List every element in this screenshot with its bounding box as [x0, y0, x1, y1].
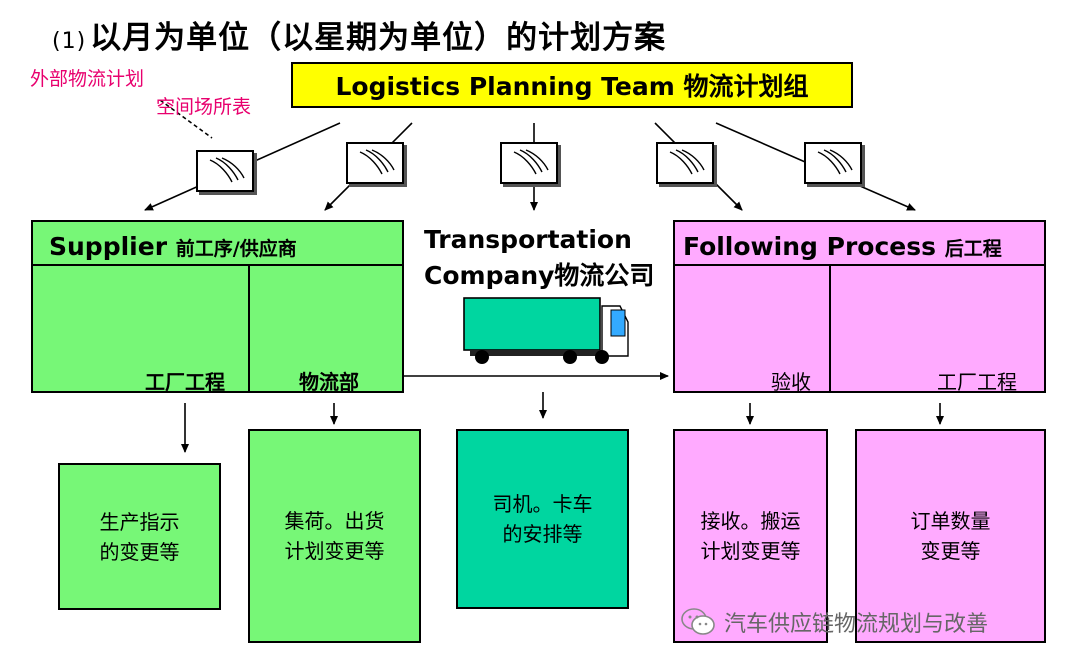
watermark: 汽车供应链物流规划与改善 [680, 606, 988, 638]
following-inspection-label: 验收 [771, 370, 811, 394]
output-box-driver-truck: 司机。卡车的安排等 [456, 429, 629, 609]
following-title: Following Process 后工程 [683, 232, 1002, 261]
output-box-shipping: 集荷。出货计划变更等 [248, 429, 421, 643]
document-icon [804, 142, 862, 184]
supplier-box: Supplier 前工序/供应商 工厂工程 物流部 [31, 220, 404, 394]
truck-icon [463, 297, 629, 364]
following-header-divider [675, 264, 1044, 266]
transport-company-label: Transportation Company物流公司 [424, 225, 655, 290]
document-icon [656, 142, 714, 184]
watermark-text: 汽车供应链物流规划与改善 [724, 612, 989, 637]
document-icon [196, 150, 254, 192]
following-column-divider [829, 264, 831, 393]
annotation-external-plan: 外部物流计划 [30, 68, 145, 90]
logistics-planning-team-box: Logistics Planning Team 物流计划组 [291, 62, 853, 108]
supplier-logistics-label: 物流部 [299, 370, 359, 394]
output-box-production: 生产指示的变更等 [58, 463, 221, 610]
wechat-icon [681, 608, 715, 635]
following-process-box: Following Process 后工程 验收 工厂工程 [673, 220, 1046, 394]
document-icon [500, 142, 558, 184]
supplier-title: Supplier 前工序/供应商 [49, 232, 297, 261]
supplier-factory-label: 工厂工程 [145, 370, 225, 394]
page-title: (1)以月为单位（以星期为单位）的计划方案 [52, 20, 667, 56]
annotation-leader-line [159, 99, 213, 139]
output-box-order-quantity: 订单数量变更等 [855, 429, 1046, 643]
supplier-column-divider [248, 264, 250, 393]
document-icon [346, 142, 404, 184]
following-factory-label: 工厂工程 [937, 370, 1017, 394]
output-box-receiving: 接收。搬运计划变更等 [673, 429, 828, 643]
team-label: Logistics Planning Team 物流计划组 [335, 72, 809, 101]
supplier-header-divider [33, 264, 402, 266]
annotation-space-table: 空间场所表 [156, 96, 252, 118]
